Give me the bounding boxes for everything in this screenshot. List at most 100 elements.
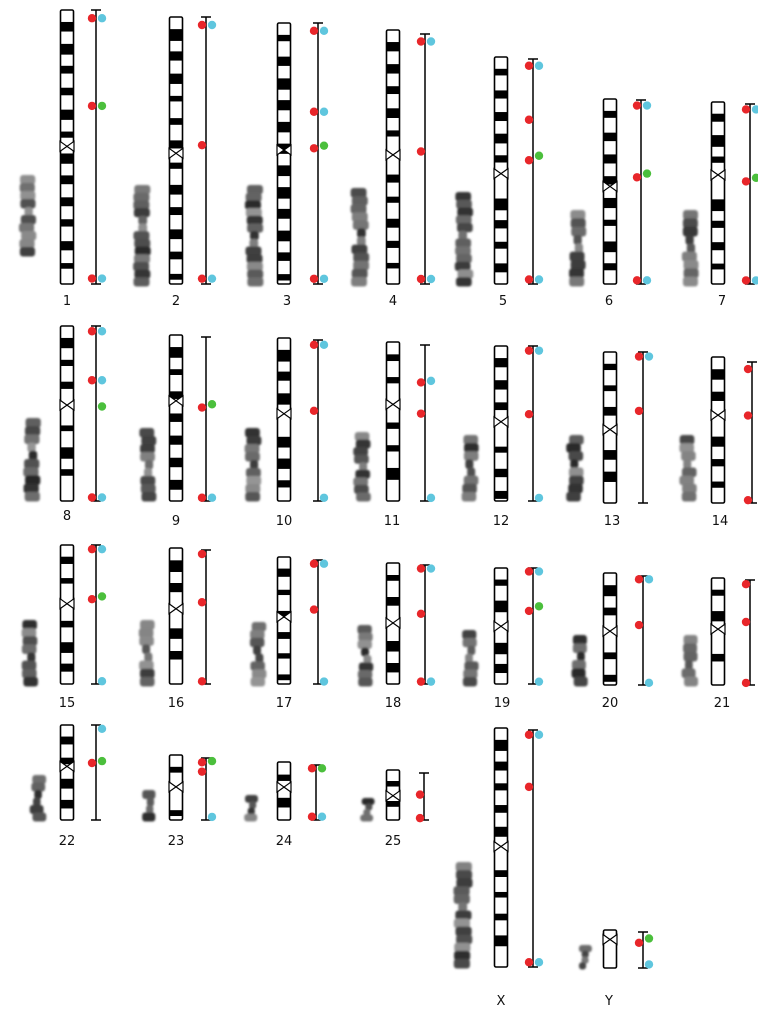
chr-16-marker-red-2: [198, 677, 206, 685]
chr-5-marker-red-2: [525, 116, 533, 124]
chr-23-marker-red-0: [198, 758, 206, 766]
chr-x-marker-cyan-1: [535, 731, 543, 739]
chr-8-marker-red-0: [88, 327, 96, 335]
chr-7-marker-red-2: [742, 177, 750, 185]
chr-12-marker-red-2: [525, 410, 533, 418]
chr-11-marker-red-0: [417, 378, 425, 386]
chr-21: 21: [682, 578, 755, 711]
chr-23-marker-cyan-3: [208, 813, 216, 821]
chr-4-ideogram: [386, 30, 400, 284]
chr-1-label: 1: [63, 294, 71, 309]
chr-18-marker-cyan-1: [427, 564, 435, 572]
chr-15-photo: [22, 620, 38, 687]
chr-14: 14: [679, 357, 757, 529]
chr-20-label: 20: [602, 696, 619, 711]
chr-9-marker-line: [201, 337, 211, 501]
chr-y-marker-red-0: [635, 939, 643, 947]
chr-20: 20: [572, 573, 654, 711]
chr-1-marker-line: [91, 10, 101, 284]
chr-17-ideogram: [277, 557, 291, 684]
chr-1-marker-red-2: [88, 102, 96, 110]
chr-20-marker-red-2: [635, 621, 643, 629]
chr-13-marker-red-2: [635, 407, 643, 415]
chr-6-marker-red-4: [633, 276, 641, 284]
chr-2-marker-red-0: [198, 21, 206, 29]
chr-2-marker-cyan-4: [208, 274, 216, 282]
chr-9-marker-green-1: [208, 400, 216, 408]
chr-19-marker-cyan-4: [535, 677, 543, 685]
chr-2-marker-line: [201, 17, 211, 284]
chr-6-marker-red-0: [633, 101, 641, 109]
chr-12: 12: [462, 346, 544, 529]
chr-5-marker-red-5: [525, 275, 533, 283]
chr-5-ideogram: [494, 57, 508, 284]
chr-y-photo: [579, 945, 592, 970]
chr-18-marker-line: [420, 565, 430, 684]
chr-8-marker-green-4: [98, 402, 106, 410]
chr-15-marker-red-0: [88, 545, 96, 553]
chr-9-label: 9: [172, 514, 180, 529]
chr-19-marker-red-2: [525, 607, 533, 615]
chr-14-photo: [679, 435, 696, 502]
chr-22-marker-line: [91, 725, 101, 820]
chr-16: 16: [139, 548, 211, 711]
chr-19-label: 19: [494, 696, 511, 711]
chr-20-photo: [572, 635, 588, 687]
chr-12-marker-cyan-1: [535, 346, 543, 354]
chr-7-label: 7: [718, 294, 726, 309]
chr-x-photo: [453, 862, 472, 969]
chr-y-marker-green-1: [645, 934, 653, 942]
chr-5-marker-red-0: [525, 62, 533, 70]
chr-7-ideogram: [711, 102, 725, 284]
chr-2-photo: [133, 185, 151, 287]
chr-4-marker-cyan-4: [427, 275, 435, 283]
chr-2-marker-red-3: [198, 274, 206, 282]
chr-21-marker-line: [745, 580, 755, 685]
chr-18-marker-cyan-4: [427, 677, 435, 685]
chr-10-marker-line: [313, 340, 323, 501]
chr-8-marker-line: [91, 326, 101, 501]
chr-22-photo: [30, 775, 47, 822]
chr-8: 8: [23, 326, 106, 524]
chr-19-marker-cyan-1: [535, 567, 543, 575]
chr-2-marker-cyan-1: [208, 21, 216, 29]
chr-17-marker-red-2: [310, 605, 318, 613]
chr-4-marker-red-0: [417, 37, 425, 45]
chr-2-label: 2: [172, 294, 180, 309]
chr-13: 13: [566, 352, 653, 529]
chr-3-marker-cyan-7: [320, 275, 328, 283]
chr-1-marker-cyan-1: [98, 14, 106, 22]
chr-22: 22: [30, 725, 106, 849]
chr-20-marker-red-0: [635, 575, 643, 583]
chr-3-marker-red-6: [310, 275, 318, 283]
chr-7-marker-green-3: [752, 174, 758, 182]
chr-23-ideogram: [169, 755, 183, 820]
chr-17: 17: [250, 557, 328, 711]
chr-19-photo: [462, 630, 478, 687]
chr-5-photo: [455, 192, 473, 287]
chr-21-marker-red-1: [742, 618, 750, 626]
chr-17-marker-red-0: [310, 560, 318, 568]
chr-5: 5: [455, 57, 543, 309]
chr-4: 4: [351, 30, 436, 309]
chr-24-ideogram: [277, 762, 291, 820]
chr-x-label: X: [497, 994, 506, 1009]
chr-10-marker-red-2: [310, 407, 318, 415]
chr-19-marker-green-3: [535, 602, 543, 610]
chr-3-marker-line: [313, 23, 323, 284]
chr-13-label: 13: [604, 514, 621, 529]
chr-24-marker-cyan-3: [318, 813, 326, 821]
chr-1-ideogram: [60, 10, 74, 284]
chr-25: 25: [360, 770, 429, 849]
chr-6-marker-cyan-1: [643, 101, 651, 109]
chr-19: 19: [462, 567, 543, 711]
chr-x-marker-red-3: [525, 958, 533, 966]
chr-19-marker-red-0: [525, 567, 533, 575]
chr-14-marker-red-2: [744, 496, 752, 504]
chr-15-marker-green-3: [98, 592, 106, 600]
chr-12-marker-line: [528, 346, 538, 501]
chr-1-marker-green-3: [98, 102, 106, 110]
chr-18: 18: [357, 563, 435, 711]
chr-18-marker-red-3: [417, 677, 425, 685]
